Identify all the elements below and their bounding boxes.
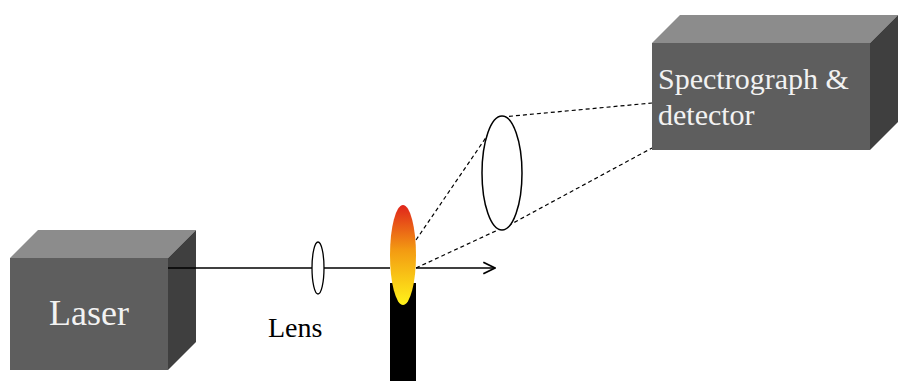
lens-label: Lens [268,312,322,344]
box-label: Laser [16,292,162,335]
laser-box: Laser [10,258,168,370]
collection-lens [482,116,522,230]
focusing-lens [312,242,324,294]
box-side-face [168,230,196,370]
spectrograph-box: Spectrograph & detector [652,43,870,150]
box-side-face [870,15,898,150]
laser-beam [168,267,390,269]
collection-rays [416,103,652,268]
box-label: Spectrograph & detector [658,61,864,133]
box-top-face [10,230,196,258]
flame [390,205,416,305]
box-top-face [652,15,898,43]
laser-beam [416,267,495,269]
